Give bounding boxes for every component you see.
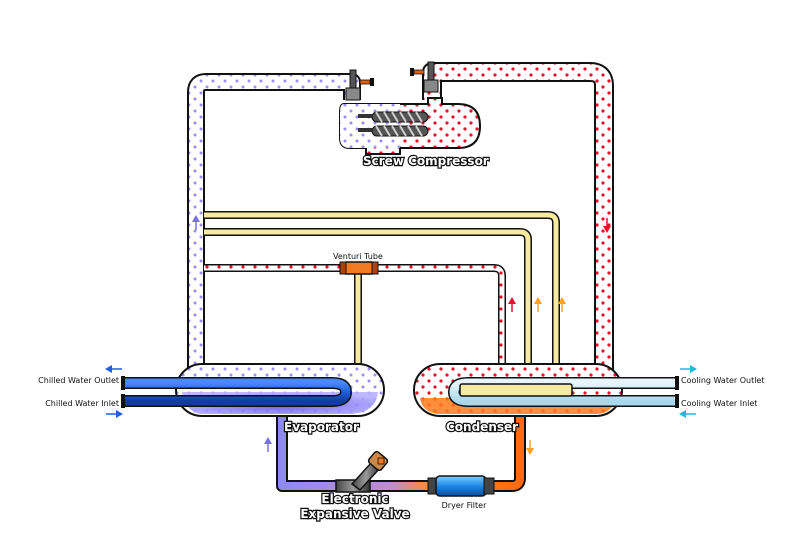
arrow-up-icon xyxy=(534,297,542,312)
suction-service-valve xyxy=(345,69,374,101)
dryer-filter xyxy=(427,475,495,497)
screw-compressor xyxy=(339,97,482,155)
arrow-up-icon xyxy=(264,437,272,452)
arrow-right-icon xyxy=(106,410,123,418)
oil-return-lines xyxy=(204,211,560,388)
chilled-water-outlet-label: Chilled Water Outlet xyxy=(38,376,119,385)
discharge-line xyxy=(422,62,614,370)
flow-arrows xyxy=(105,215,697,455)
arrow-down-icon xyxy=(603,218,611,233)
liquid-line xyxy=(276,410,526,492)
condenser-label: Condenser xyxy=(446,420,518,434)
cooling-water-outlet-label: Cooling Water Outlet xyxy=(681,376,765,385)
discharge-service-valve xyxy=(410,61,439,93)
cooling-water-inlet-label: Cooling Water Inlet xyxy=(681,399,757,408)
valve-label-line1: Electronic xyxy=(321,492,388,506)
arrow-left-icon xyxy=(105,365,122,373)
suction-line xyxy=(187,73,361,376)
chilled-water-inlet-label: Chilled Water Inlet xyxy=(45,399,119,408)
oil-separator xyxy=(459,383,573,397)
arrow-up-icon xyxy=(508,297,516,312)
chilled-water-pipes xyxy=(121,376,353,408)
valve-label-line2: Expansive Valve xyxy=(300,507,409,521)
electronic-expansion-valve xyxy=(335,450,389,493)
venturi-label: Venturi Tube xyxy=(333,252,383,261)
arrow-left-icon xyxy=(679,410,696,418)
arrow-up-icon xyxy=(192,215,200,230)
venturi-tube: Venturi Tube xyxy=(333,252,383,275)
evaporator xyxy=(175,363,385,417)
evaporator-label: Evaporator xyxy=(284,420,359,434)
arrow-up-icon xyxy=(558,297,566,312)
compressor-label: Screw Compressor xyxy=(363,154,489,168)
dryer-filter-label: Dryer Filter xyxy=(442,501,487,510)
arrow-down-icon xyxy=(526,440,534,455)
arrow-right-icon xyxy=(680,365,697,373)
